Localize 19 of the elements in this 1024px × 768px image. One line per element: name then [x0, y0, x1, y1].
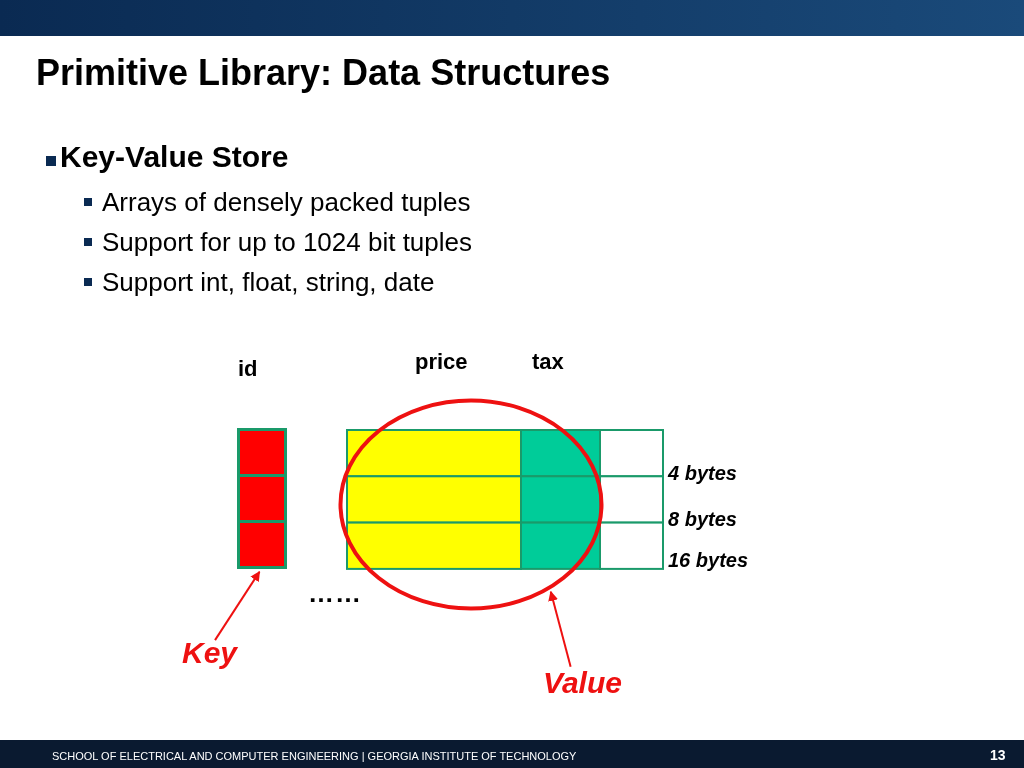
column-label: tax: [532, 349, 564, 375]
bullet-text: Arrays of densely packed tuples: [102, 187, 471, 218]
column-label: id: [238, 356, 258, 382]
key-column: [237, 428, 287, 569]
page-number: 13: [990, 747, 1006, 763]
key-label: Key: [182, 636, 238, 670]
slide-title: Primitive Library: Data Structures: [36, 52, 611, 94]
ellipsis: ……: [308, 578, 362, 609]
bullet-heading: Key-Value Store: [60, 140, 289, 174]
size-label: 8 bytes: [668, 508, 737, 531]
arrow: [548, 590, 572, 668]
footer-text: SCHOOL OF ELECTRICAL AND COMPUTER ENGINEERING | GEORGIA INSTITUTE OF TECHNOLOGY: [52, 750, 577, 762]
size-label: 4 bytes: [668, 462, 737, 485]
value-label: Value: [543, 666, 622, 700]
arrow: [214, 570, 261, 642]
size-label: 16 bytes: [668, 549, 749, 572]
column-label: price: [415, 349, 468, 375]
bullet-text: Support int, float, string, date: [102, 267, 435, 298]
bullet-text: Support for up to 1024 bit tuples: [102, 227, 473, 258]
